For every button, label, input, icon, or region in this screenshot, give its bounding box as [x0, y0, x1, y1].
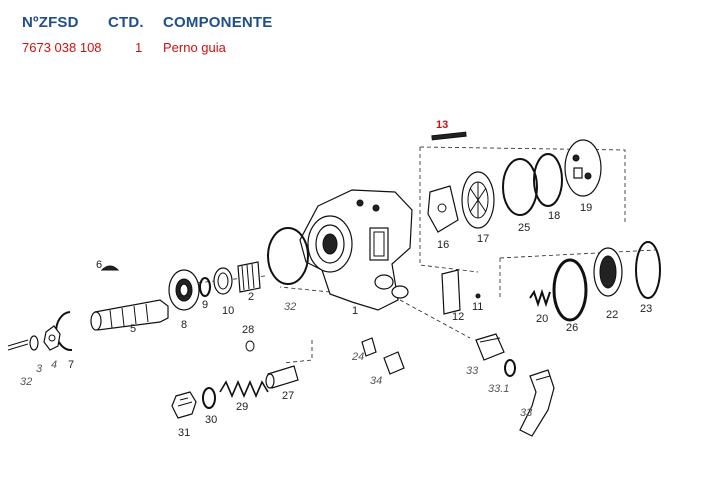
label-33-elbow: 33 [520, 407, 533, 419]
row-quantity: 1 [135, 40, 143, 55]
label-1: 1 [352, 305, 358, 317]
cap-part-22[interactable] [593, 247, 623, 297]
label-30: 30 [205, 414, 217, 426]
spring-part-20[interactable] [529, 288, 551, 308]
input-shaft-part-5[interactable] [90, 299, 169, 331]
label-24: 24 [351, 351, 364, 363]
ring-part-26[interactable] [552, 258, 588, 322]
label-34: 34 [370, 375, 382, 387]
rotor-part-17[interactable] [461, 171, 495, 229]
label-19: 19 [580, 202, 592, 214]
header-component: COMPONENTE [163, 14, 273, 31]
label-8: 8 [181, 319, 187, 331]
plug-part-31[interactable] [171, 391, 197, 419]
washer-part-3[interactable] [29, 335, 39, 351]
label-32: 32 [284, 301, 296, 313]
label-18: 18 [548, 210, 560, 222]
washer-part-30[interactable] [202, 387, 216, 409]
label-3: 3 [36, 363, 43, 375]
label-7: 7 [68, 359, 74, 371]
label-16: 16 [437, 239, 449, 251]
label-27: 27 [282, 390, 294, 402]
label-13: 13 [436, 119, 448, 131]
label-12: 12 [452, 311, 464, 323]
o-ring-part-18[interactable] [533, 153, 563, 207]
plate-part-16[interactable] [427, 185, 459, 233]
label-33-1: 33.1 [488, 383, 509, 395]
row-component[interactable]: Perno guia [163, 40, 226, 55]
part-labels: 13 1 2 3 4 5 6 7 8 9 10 11 12 16 17 18 1… [20, 119, 652, 439]
elbow-part-33[interactable] [519, 369, 555, 437]
label-28: 28 [242, 324, 254, 336]
header-quantity: CTD. [108, 14, 144, 31]
union-part-33[interactable] [475, 333, 505, 361]
pin-part-11[interactable] [475, 293, 481, 299]
label-31: 31 [178, 427, 190, 439]
fitting-part-34[interactable] [383, 351, 405, 375]
valve-part-27[interactable] [265, 365, 299, 389]
label-10: 10 [222, 305, 234, 317]
label-5: 5 [130, 323, 136, 335]
snap-ring-part-23[interactable] [635, 241, 661, 299]
label-25: 25 [518, 222, 530, 234]
label-9: 9 [202, 299, 208, 311]
plate-part-12[interactable] [441, 269, 461, 315]
label-22: 22 [606, 309, 618, 321]
bearing-part-10[interactable] [213, 267, 233, 295]
label-20: 20 [536, 313, 548, 325]
label-6: 6 [96, 259, 102, 271]
spring-part-29[interactable] [219, 379, 269, 399]
cover-plate-part-19[interactable] [564, 139, 602, 197]
label-17: 17 [477, 233, 489, 245]
label-2: 2 [248, 291, 254, 303]
label-29: 29 [236, 401, 248, 413]
label-33-union: 33 [466, 365, 479, 377]
label-4: 4 [51, 359, 57, 371]
label-26: 26 [566, 322, 578, 334]
label-23: 23 [640, 303, 652, 315]
key-part-6[interactable] [100, 265, 120, 271]
cotter-pin-part-32[interactable] [7, 339, 29, 351]
ball-part-28[interactable] [245, 340, 255, 352]
housing-part-1[interactable] [299, 189, 413, 311]
washer-part-33-1[interactable] [504, 359, 516, 377]
fitting-part-24[interactable] [361, 337, 377, 357]
row-part-number[interactable]: 7673 038 108 [22, 40, 102, 55]
o-ring-part-32[interactable] [267, 227, 309, 285]
header-part-number: NºZFSD [22, 14, 79, 31]
o-ring-part-25[interactable] [502, 158, 538, 216]
bearing-part-8[interactable] [168, 269, 200, 311]
guide-pin-part-13[interactable] [431, 131, 467, 141]
nut-part-4[interactable] [43, 325, 61, 351]
label-32-cotter-pin: 32 [20, 376, 32, 388]
label-11: 11 [472, 301, 483, 313]
needle-bearing-part-2[interactable] [237, 261, 261, 293]
seal-part-9[interactable] [199, 277, 211, 297]
